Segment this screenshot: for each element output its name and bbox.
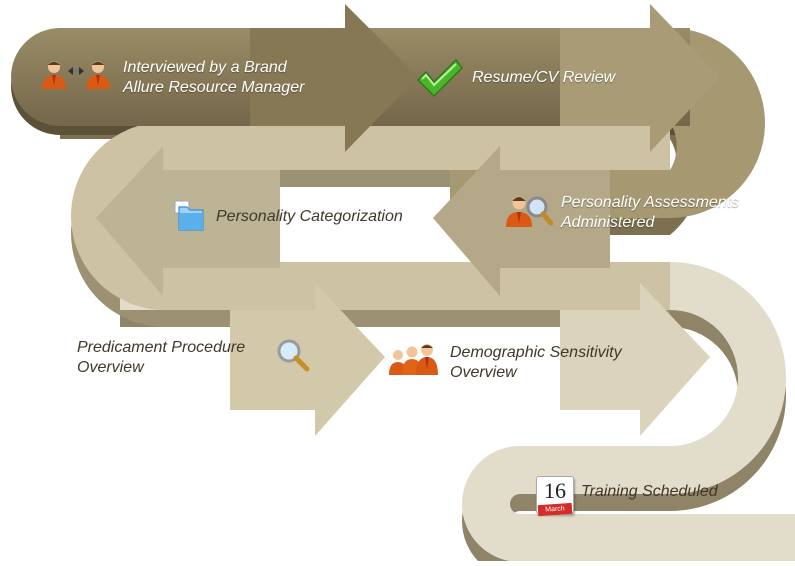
arrow-6 [560, 283, 710, 436]
step-line: Interviewed by a Brand [123, 59, 287, 76]
step-line: Allure Resource Manager [123, 79, 305, 96]
people-exchange-icon [42, 61, 110, 89]
group-icon [389, 344, 438, 375]
step-label-personality-categorization: Personality Categorization [216, 207, 403, 227]
step-line: Predicament Procedure [77, 339, 246, 356]
band-shadow-4 [120, 279, 795, 566]
step-line: Personality Assessments [561, 194, 740, 211]
step-line: Administered [561, 214, 655, 231]
folder-icon [174, 200, 204, 231]
step-label-training-scheduled: Training Scheduled [581, 482, 718, 502]
step-line: Resume/CV Review [472, 69, 616, 86]
step-line: Demographic Sensitivity [450, 344, 622, 361]
calendar-day: 16 [544, 478, 566, 503]
step-label-resume-review: Resume/CV Review [472, 68, 615, 88]
step-label-interview: Interviewed by a Brand Allure Resource M… [123, 58, 304, 98]
step-label-predicament-procedure: Predicament Procedure Overview [77, 338, 245, 378]
band-4 [120, 262, 795, 562]
arrow-5 [230, 283, 385, 436]
checkmark-icon [416, 58, 463, 98]
step-line: Overview [450, 364, 517, 381]
step-line: Overview [77, 359, 144, 376]
step-label-demographic-sensitivity: Demographic Sensitivity Overview [450, 343, 622, 383]
step-label-personality-assessments: Personality Assessments Administered [561, 193, 739, 233]
person-magnifier-icon [506, 196, 553, 227]
calendar-icon: 16 March [534, 474, 574, 518]
calendar-month: March [537, 502, 573, 517]
arrow-2 [560, 4, 720, 152]
magnifier-icon [277, 339, 310, 372]
arrow-1 [250, 4, 418, 152]
step-line: Personality Categorization [216, 208, 403, 225]
step-line: Training Scheduled [581, 483, 718, 500]
